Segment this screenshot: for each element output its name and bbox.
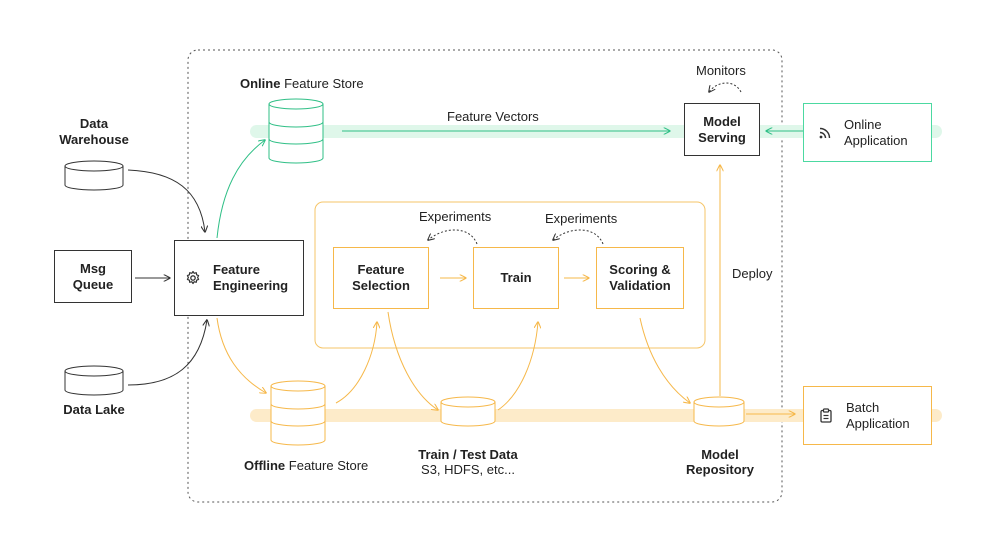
arrow-feature-selection-to-train-test bbox=[387, 311, 438, 410]
feature-selection-node: Feature Selection bbox=[333, 247, 429, 309]
batch-application-label: Batch Application bbox=[846, 399, 910, 431]
clipboard-icon bbox=[820, 408, 832, 423]
gear-icon bbox=[186, 270, 200, 285]
online-application-label: Online Application bbox=[844, 116, 908, 148]
train-label: Train bbox=[500, 270, 532, 285]
offline-store-label-bold: Offline bbox=[244, 458, 286, 473]
arrow-lake-to-fe bbox=[127, 320, 207, 386]
arrow-warehouse-to-fe bbox=[127, 169, 205, 232]
feature-vectors-label: Feature Vectors bbox=[447, 109, 539, 124]
model-repository-label: Model Repository bbox=[686, 447, 754, 477]
arrow-scoring-to-repository bbox=[639, 317, 690, 403]
experiments-label-1: Experiments bbox=[419, 209, 492, 224]
arrow-fe-to-offline-store bbox=[216, 317, 266, 393]
data-lake-db-icon bbox=[64, 365, 124, 396]
rss-feed-icon bbox=[819, 127, 831, 138]
experiment-container bbox=[314, 201, 706, 349]
offline-store-label: Offline Feature Store bbox=[244, 458, 368, 474]
msg-queue-label: Msg Queue bbox=[72, 260, 114, 292]
offline-band bbox=[250, 409, 942, 422]
data-warehouse-db-icon bbox=[64, 160, 124, 191]
scoring-validation-label: Scoring & Validation bbox=[609, 262, 671, 293]
loop-monitors bbox=[709, 82, 742, 92]
platform-boundary bbox=[187, 49, 783, 503]
msg-queue-node: Msg Queue bbox=[54, 250, 132, 303]
online-store-label-rest: Feature Store bbox=[280, 76, 364, 91]
data-lake-label: Data Lake bbox=[63, 402, 125, 417]
online-store-label-bold: Online bbox=[240, 76, 281, 91]
batch-application-node: Batch Application bbox=[803, 386, 932, 445]
offline-store-db-icon bbox=[270, 380, 326, 446]
train-test-label: Train / Test Data S3, HDFS, etc... bbox=[408, 447, 528, 477]
online-application-node: Online Application bbox=[803, 103, 932, 162]
online-store-label: Online Feature Store bbox=[240, 76, 364, 92]
deploy-label: Deploy bbox=[732, 266, 773, 281]
scoring-validation-node: Scoring & Validation bbox=[596, 247, 684, 309]
feature-engineering-label: Feature Engineering bbox=[213, 262, 289, 293]
monitors-label: Monitors bbox=[696, 63, 746, 78]
train-test-db-icon bbox=[440, 396, 496, 427]
model-repository-db-icon bbox=[693, 396, 745, 427]
feature-selection-label: Feature Selection bbox=[352, 262, 410, 293]
data-warehouse-label: Data Warehouse bbox=[59, 116, 129, 147]
arrow-train-test-to-train bbox=[497, 322, 538, 411]
arrow-offline-to-feature-selection bbox=[335, 322, 377, 404]
loop-experiments-1 bbox=[428, 229, 478, 245]
loop-experiments-2 bbox=[553, 229, 604, 245]
feature-engineering-node: Feature Engineering bbox=[174, 240, 304, 316]
experiments-label-2: Experiments bbox=[545, 211, 618, 226]
offline-store-label-rest: Feature Store bbox=[285, 458, 369, 473]
model-serving-label: Model Serving bbox=[698, 113, 746, 145]
model-serving-node: Model Serving bbox=[684, 103, 760, 156]
arrow-fe-to-online-store bbox=[216, 140, 265, 239]
train-test-title: Train / Test Data bbox=[418, 447, 518, 462]
online-store-db-icon bbox=[268, 98, 324, 164]
train-node: Train bbox=[473, 247, 559, 309]
train-test-sub: S3, HDFS, etc... bbox=[421, 462, 515, 477]
